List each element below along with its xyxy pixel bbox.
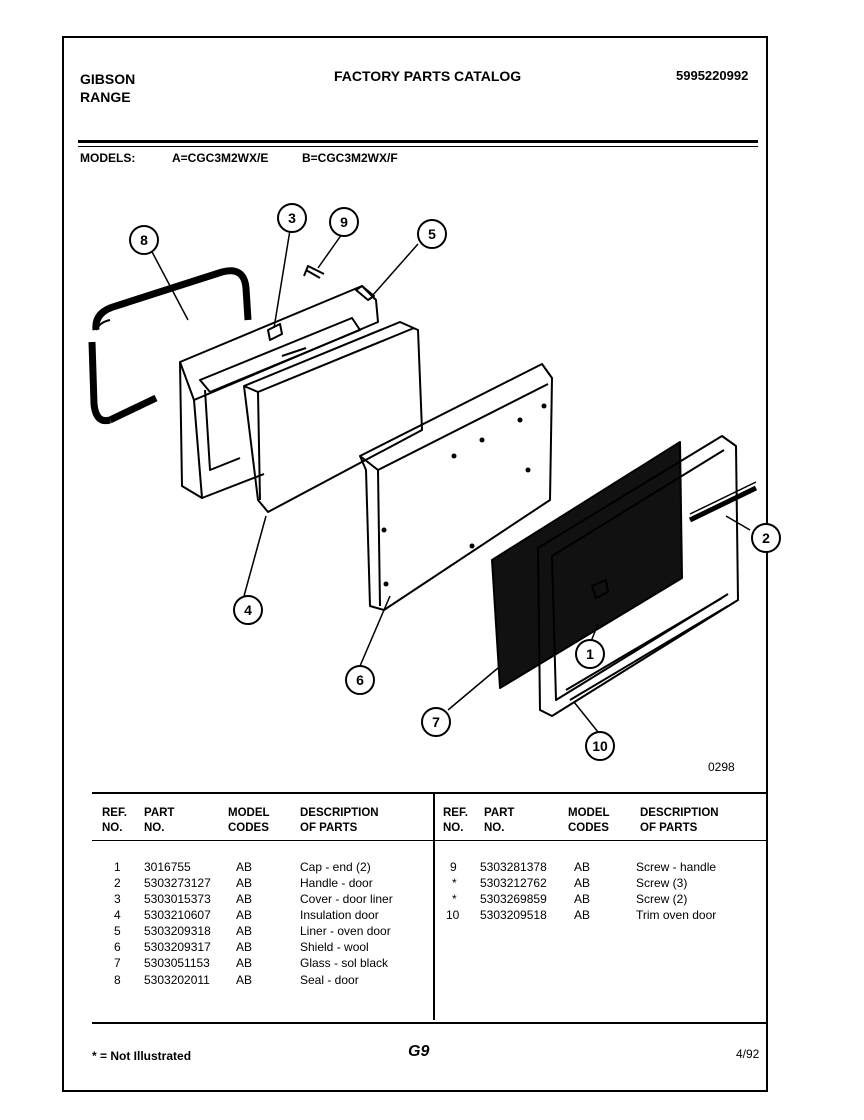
table-row-codes: AB (236, 924, 253, 938)
table-row-codes: AB (236, 956, 253, 970)
table-row-part: 5303015373 (144, 892, 211, 906)
table-row-codes: AB (236, 940, 253, 954)
table-row-ref: 7 (114, 956, 121, 970)
models-label: MODELS: (80, 151, 136, 165)
table-row-part: 5303210607 (144, 908, 211, 922)
table-row-part: 5303209318 (144, 924, 211, 938)
table-bottom-rule (92, 1022, 766, 1024)
callout-8 (129, 225, 159, 255)
table-row-desc: Cap - end (2) (300, 860, 371, 874)
callout-6 (345, 665, 375, 695)
table-row-desc: Insulation door (300, 908, 379, 922)
table-row-ref: 10 (446, 908, 460, 922)
table-row-codes: AB (236, 892, 253, 906)
table-row-part: 5303212762 (480, 876, 547, 890)
table-row-desc: Glass - sol black (300, 956, 389, 970)
table-row-part: 5303273127 (144, 876, 211, 890)
table-row-ref: 4 (114, 908, 121, 922)
table-row-part: 5303281378 (480, 860, 547, 874)
table-column-divider (433, 792, 435, 1020)
table-row-part: 3016755 (144, 860, 191, 874)
table-row-part: 5303051153 (144, 956, 210, 970)
table-row-desc: Handle - door (300, 876, 373, 890)
table-row-codes: AB (236, 973, 253, 987)
table-row-ref: 5 (114, 924, 121, 938)
callout-label-2: 2 (762, 530, 770, 546)
table-row-codes: AB (574, 860, 591, 874)
table-row-desc: Cover - door liner (300, 892, 393, 906)
table-row-codes: AB (236, 908, 253, 922)
table-row-desc: Trim oven door (636, 908, 717, 922)
page-frame (62, 36, 768, 1092)
callout-4 (233, 595, 263, 625)
callout-7 (421, 707, 451, 737)
model-a: A=CGC3M2WX/E (172, 151, 269, 165)
callout-3 (277, 203, 307, 233)
callout-9 (329, 207, 359, 237)
callout-label-5: 5 (428, 226, 436, 242)
header-rule-thin (78, 146, 758, 147)
table-row-desc: Liner - oven door (300, 924, 391, 938)
table-header-rule (92, 840, 766, 841)
table-row-desc: Shield - wool (300, 940, 369, 954)
header-ref-right: REF.NO. (443, 807, 468, 834)
table-row-ref: 1 (114, 860, 121, 874)
callout-label-3: 3 (288, 210, 296, 226)
callout-10 (585, 731, 615, 761)
table-row-ref: 3 (114, 892, 121, 906)
diagram-code: 0298 (708, 760, 735, 774)
table-row-part: 5303202011 (144, 973, 210, 987)
callout-5 (417, 219, 447, 249)
table-row-codes: AB (574, 892, 591, 906)
brand-line1: GIBSON (80, 71, 136, 87)
table-row-desc: Screw - handle (636, 860, 717, 874)
page-code: G9 (408, 1043, 430, 1060)
callout-2 (751, 523, 781, 553)
table-row-part: 5303269859 (480, 892, 547, 906)
table-row-ref: * (452, 876, 457, 890)
revision-date: 4/92 (736, 1047, 760, 1061)
table-row-ref: * (452, 892, 457, 906)
callout-label-4: 4 (244, 602, 252, 618)
callout-label-9: 9 (340, 214, 348, 230)
table-row-ref: 2 (114, 876, 121, 890)
header-ref-left: REF.NO. (102, 807, 127, 834)
table-row-codes: AB (236, 860, 253, 874)
table-row-ref: 8 (114, 973, 121, 987)
callout-label-10: 10 (592, 738, 608, 754)
header-rule (78, 140, 758, 143)
table-row-ref: 9 (450, 860, 457, 874)
table-row-codes: AB (574, 908, 591, 922)
table-row-desc: Screw (2) (636, 892, 688, 906)
callout-label-7: 7 (432, 714, 440, 730)
table-row-codes: AB (236, 876, 253, 890)
footnote: * = Not Illustrated (92, 1049, 192, 1063)
callout-label-8: 8 (140, 232, 148, 248)
model-b: B=CGC3M2WX/F (302, 151, 398, 165)
table-row-part: 5303209518 (480, 908, 547, 922)
publication-number: 5995220992 (676, 68, 749, 83)
table-row-part: 5303209317 (144, 940, 211, 954)
table-row-desc: Screw (3) (636, 876, 688, 890)
callout-label-6: 6 (356, 672, 364, 688)
callout-label-1: 1 (586, 646, 594, 662)
brand: GIBSON RANGE (80, 70, 135, 106)
brand-line2: RANGE (80, 89, 131, 105)
exploded-door-diagram: 8 3 9 5 4 6 2 1 7 10 (88, 203, 781, 761)
table-row-codes: AB (574, 876, 591, 890)
callout-1 (575, 639, 605, 669)
table-row-desc: Seal - door (300, 973, 359, 987)
catalog-title: FACTORY PARTS CATALOG (334, 68, 522, 84)
table-top-rule (92, 792, 766, 794)
table-row-ref: 6 (114, 940, 121, 954)
